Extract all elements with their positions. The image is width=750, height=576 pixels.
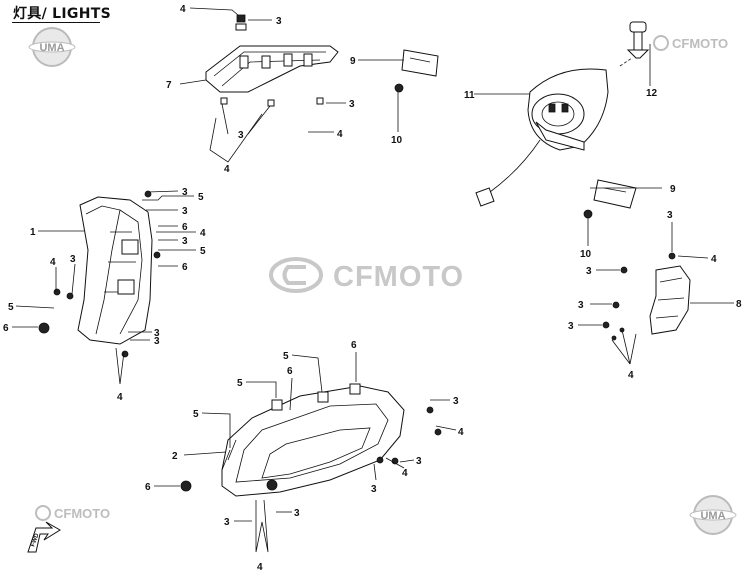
callout-7: 7	[166, 80, 172, 91]
nut-top	[394, 83, 404, 93]
callout-11: 11	[464, 90, 475, 101]
cfmoto-logo-top-right: CFMOTO	[653, 35, 728, 51]
callout-12: 12	[646, 88, 658, 99]
callout-3: 3	[578, 300, 584, 311]
leader-lines	[12, 7, 734, 553]
title-underline	[12, 22, 100, 23]
callout-4: 4	[628, 370, 634, 381]
callout-10: 10	[580, 249, 592, 260]
uma-logo-top: UMA	[28, 27, 76, 67]
callout-6: 6	[3, 323, 9, 334]
callout-4: 4	[337, 129, 343, 140]
callout-3: 3	[182, 206, 188, 217]
plate-light-lens-top	[401, 49, 439, 77]
callout-9: 9	[350, 56, 356, 67]
callout-8: 8	[736, 299, 742, 310]
callout-5: 5	[8, 302, 14, 313]
callout-4: 4	[257, 562, 263, 573]
callout-6: 6	[287, 366, 293, 377]
callout-3: 3	[453, 396, 459, 407]
plate-light-lens-right	[593, 179, 637, 209]
callout-2: 2	[172, 451, 178, 462]
callout-5: 5	[237, 378, 243, 389]
callout-5: 5	[193, 409, 199, 420]
callout-5: 5	[200, 246, 206, 257]
callout-3: 3	[154, 336, 160, 347]
callout-labels: 4 3 7 3 3 4 4 9 10 11 12 1 3 5 3 6 4 3 5…	[3, 4, 742, 573]
tail-light	[475, 68, 609, 207]
cfmoto-logo-bottom-left-text: CFMOTO	[54, 506, 110, 521]
callout-4: 4	[180, 4, 186, 15]
callout-3: 3	[568, 321, 574, 332]
callout-3: 3	[182, 236, 188, 247]
position-light-bracket	[205, 14, 339, 107]
callout-4: 4	[402, 468, 408, 479]
callout-4: 4	[50, 257, 56, 268]
callout-3: 3	[224, 517, 230, 528]
callout-4: 4	[711, 254, 717, 265]
callout-3: 3	[238, 130, 244, 141]
cfmoto-logo-bottom-left: CFMOTO	[35, 505, 110, 521]
bulb	[619, 21, 650, 67]
callout-3: 3	[586, 266, 592, 277]
callout-1: 1	[30, 227, 36, 238]
callout-9: 9	[670, 184, 676, 195]
callout-3: 3	[416, 456, 422, 467]
callout-6: 6	[351, 340, 357, 351]
callout-10: 10	[391, 135, 403, 146]
uma-logo-bottom-text: UMA	[700, 510, 725, 522]
callout-3: 3	[276, 16, 282, 27]
callout-6: 6	[182, 262, 188, 273]
callout-4: 4	[117, 392, 123, 403]
cfmoto-logo-center-text: CFMOTO	[333, 261, 464, 293]
callout-3: 3	[371, 484, 377, 495]
callout-5: 5	[283, 351, 289, 362]
callout-4: 4	[200, 228, 206, 239]
callout-3: 3	[182, 187, 188, 198]
callout-3: 3	[294, 508, 300, 519]
callout-6: 6	[182, 222, 188, 233]
callout-4: 4	[458, 427, 464, 438]
headlight-front	[180, 383, 442, 497]
fwd-arrow-label: FWD	[30, 532, 41, 548]
callout-3: 3	[667, 210, 673, 221]
turn-signal	[602, 252, 691, 341]
cfmoto-logo-center: CFMOTO	[269, 257, 464, 293]
fwd-arrow-icon: FWD	[27, 521, 61, 553]
callout-3: 3	[70, 254, 76, 265]
page-title: 灯具/ LIGHTS	[13, 6, 111, 22]
callout-4: 4	[224, 164, 230, 175]
uma-logo-top-text: UMA	[39, 42, 64, 54]
nut-right	[583, 209, 593, 219]
cfmoto-logo-top-right-text: CFMOTO	[672, 36, 728, 51]
callout-5: 5	[198, 192, 204, 203]
callout-3: 3	[154, 328, 160, 339]
uma-logo-bottom: UMA	[689, 495, 737, 535]
headlight-left	[38, 190, 161, 358]
callout-3: 3	[349, 99, 355, 110]
callout-6: 6	[145, 482, 151, 493]
